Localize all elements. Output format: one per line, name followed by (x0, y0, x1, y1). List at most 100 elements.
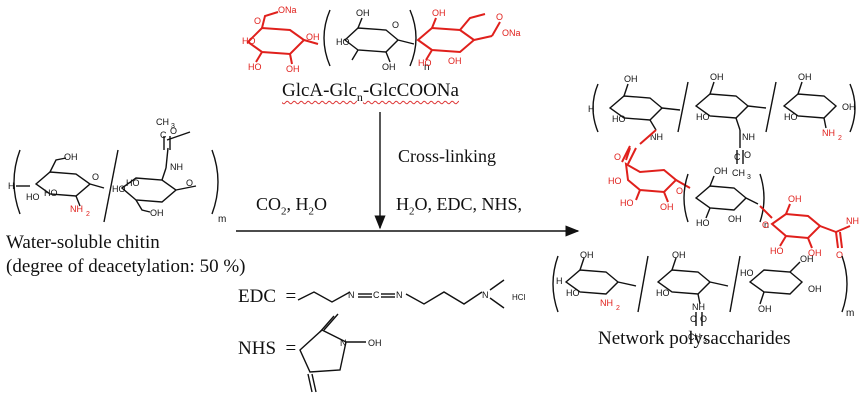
atom-label: OH (710, 72, 724, 82)
edc-structure: N C N N HCl (297, 279, 526, 309)
atom-label: OH (660, 202, 674, 212)
atom-label: OH (382, 62, 396, 72)
nhs-structure (299, 313, 366, 393)
atom-label: HCl (512, 293, 526, 302)
atom-label: NH (170, 162, 183, 172)
atom-label: OH (672, 250, 686, 260)
atom-label: O (186, 178, 193, 188)
glccoona-ring-right (416, 13, 501, 61)
crosslinking-label: Cross-linking (398, 146, 497, 166)
atom-label: OH (580, 250, 594, 260)
atom-label: 3 (747, 174, 751, 181)
atom-label: HO (44, 188, 58, 198)
atom-label: HO (242, 36, 256, 46)
atom-label: OH (624, 74, 638, 84)
condition-right: H2O, EDC, NHS, (396, 194, 523, 218)
atom-label: ONa (278, 5, 297, 15)
atom-label: H (8, 181, 15, 191)
atom-label: O (676, 186, 683, 196)
atom-label: N (396, 290, 403, 300)
atom-label: O (254, 16, 261, 26)
atom-label: HO (248, 62, 262, 72)
atom-label: m (218, 214, 226, 225)
atom-label: OH (842, 102, 856, 112)
atom-label: OH (448, 56, 462, 66)
chitin-structure: m H OH HO HO NH 2 O HO HO NH C O CH 3 OH (8, 117, 226, 225)
atom-label: H (556, 276, 563, 286)
atom-label: HO (418, 58, 432, 68)
atom-label: N (340, 338, 347, 348)
atom-label: N (482, 290, 489, 300)
atom-label: 3 (171, 123, 175, 130)
oligosaccharide-label: GlcA-Glcn-GlcCOONa (282, 80, 459, 104)
atom-label: C (373, 290, 380, 300)
atom-label: O (836, 250, 843, 260)
atom-label: OH (368, 338, 382, 348)
product-name: Network polysaccharides (598, 328, 791, 349)
atom-label: OH (800, 254, 814, 264)
oligosaccharide-structure: ONa O HO HO OH OH n OH HO OH O (242, 5, 521, 74)
atom-label: OH (64, 152, 78, 162)
atom-label: O (92, 172, 99, 182)
atom-label: N (348, 290, 355, 300)
atom-label: C (160, 130, 167, 140)
atom-label: O (700, 314, 707, 324)
product-network-structure: H OH HO NH OH HO NH C O CH 3 OH HO NH 2 (552, 72, 859, 345)
atom-label: n (764, 220, 769, 230)
nhs-label: NHS = (238, 338, 297, 359)
atom-label: HO (126, 178, 140, 188)
atom-label: NH (650, 132, 663, 142)
atom-label: n (424, 62, 430, 73)
atom-label: 3 (703, 338, 707, 345)
atom-label: OH (728, 214, 742, 224)
atom-label: OH (808, 284, 822, 294)
atom-label: NH (70, 204, 83, 214)
atom-label: NH (742, 132, 755, 142)
atom-label: ONa (502, 28, 521, 38)
atom-label: OH (306, 32, 320, 42)
atom-label: O (496, 12, 503, 22)
atom-label: C (690, 314, 697, 324)
atom-label: NH (692, 302, 705, 312)
chitin-name: Water-soluble chitin (6, 232, 160, 253)
atom-label: O (744, 150, 751, 160)
atom-label: H (588, 104, 595, 114)
atom-label: CH (688, 332, 701, 342)
atom-label: NH (822, 128, 835, 138)
atom-label: 2 (838, 135, 842, 142)
atom-label: OH (150, 208, 164, 218)
atom-label: HO (696, 112, 710, 122)
atom-label: OH (758, 304, 772, 314)
atom-label: OH (788, 194, 802, 204)
atom-label: OH (432, 8, 446, 18)
atom-label: OH (714, 166, 728, 176)
atom-label: HO (612, 114, 626, 124)
atom-label: O (614, 152, 621, 162)
atom-label: 2 (616, 305, 620, 312)
glc-ring-middle (343, 17, 415, 63)
edc-label: EDC = (238, 286, 297, 307)
atom-label: O (392, 20, 399, 30)
atom-label: HO (740, 268, 754, 278)
atom-label: HO (112, 184, 126, 194)
atom-label: HO (696, 218, 710, 228)
glca-ring-left (246, 11, 319, 65)
atom-label: OH (286, 64, 300, 74)
atom-label: HO (566, 288, 580, 298)
condition-left: CO2, H2O (256, 194, 328, 218)
atom-label: C (734, 152, 741, 162)
atom-label: HO (336, 37, 350, 47)
atom-label: HO (770, 246, 784, 256)
atom-label: OH (356, 8, 370, 18)
atom-label: CH (156, 117, 169, 127)
atom-label: HO (656, 288, 670, 298)
atom-label: m (846, 308, 854, 319)
atom-label: O (170, 126, 177, 136)
atom-label: 2 (86, 211, 90, 218)
atom-label: NH (846, 216, 859, 226)
atom-label: O (762, 220, 769, 230)
atom-label: OH (798, 72, 812, 82)
atom-label: HO (784, 112, 798, 122)
atom-label: HO (26, 192, 40, 202)
